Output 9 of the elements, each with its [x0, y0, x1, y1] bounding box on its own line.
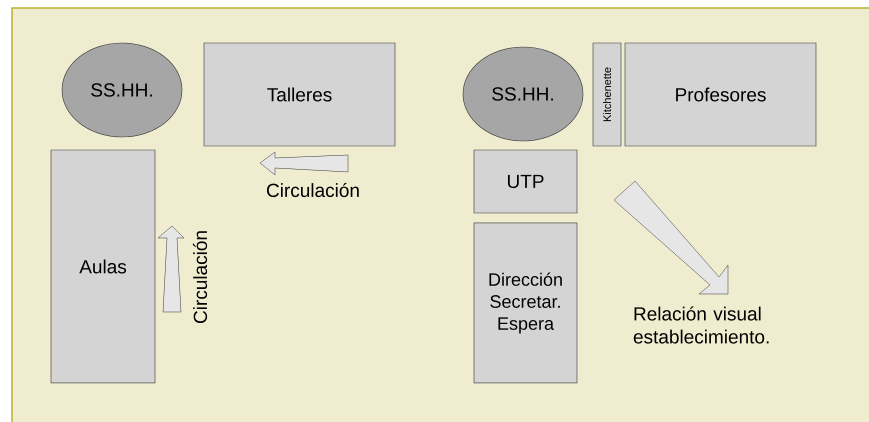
- room-box: Dirección Secretar. Espera: [474, 222, 578, 384]
- room-box: UTP: [474, 150, 578, 214]
- room-box: Profesores: [624, 42, 816, 146]
- direction-label: Relación visual establecimiento.: [634, 306, 769, 344]
- room-box: Kitchenette: [592, 42, 622, 146]
- room-box: Talleres: [204, 42, 396, 146]
- room-box: Aulas: [50, 150, 156, 384]
- direction-label: Circulación: [192, 231, 208, 324]
- direction-label: Circulación: [266, 182, 359, 198]
